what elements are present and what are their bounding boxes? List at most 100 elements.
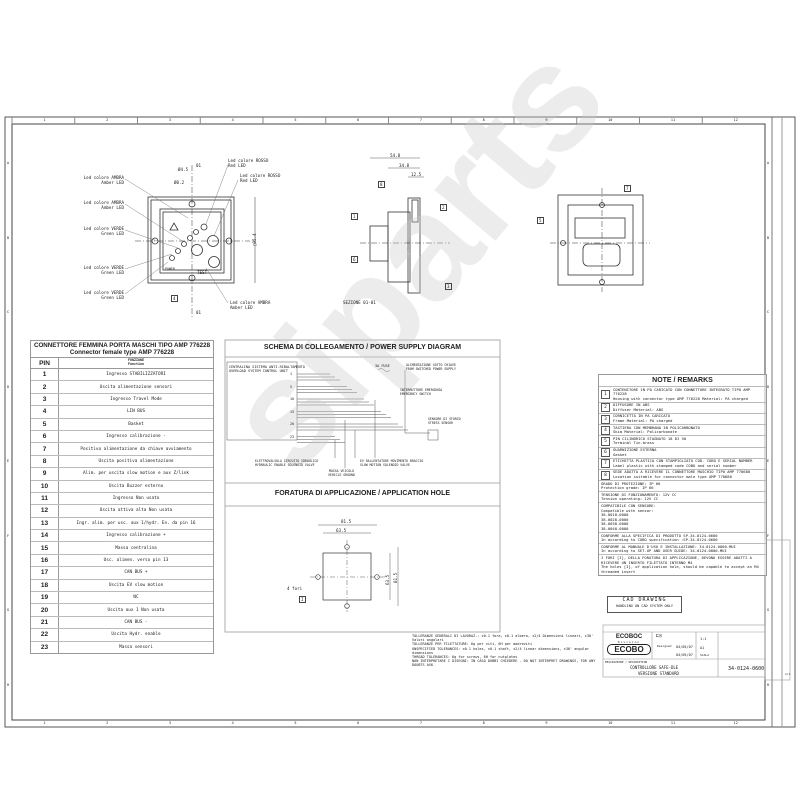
col-function: FUNZIONE Function — [59, 358, 213, 367]
led-label-it: Led colore VERDE — [83, 290, 124, 295]
grid-column-label: 1 — [43, 118, 46, 122]
pin-table-title: CONNETTORE FEMMINA PORTA MASCHI TIPO AMP… — [31, 341, 213, 358]
diameter-label: Ø0.2 — [174, 180, 185, 185]
led-label-en: Amber LED — [101, 205, 124, 210]
grid-column-label: 7 — [419, 118, 422, 122]
sensor-label: SENSORE DI SFORZO STRESS SENSOR — [428, 417, 461, 426]
col-pin: PIN — [31, 358, 59, 368]
pin-number: 18 — [31, 579, 59, 592]
section-mark: 01 — [196, 163, 202, 168]
tolerance-line: UNSPECIFIED TOLERANCES: ±0.1 holes, ±0.1… — [412, 646, 590, 655]
pin-number: 9 — [31, 468, 59, 480]
pin-number: 1 — [31, 369, 59, 381]
led-label-it: Led colore ROSSO — [228, 158, 269, 163]
description-line1: CONTROLLORE SAFE-DLE — [630, 665, 679, 670]
note-extra: CONFORME ALLA SPECIFICA DI PRODOTTO SP-3… — [599, 532, 766, 543]
sensor-label-it: SENSORE DI SFORZO — [428, 417, 461, 421]
slow-motion-valve-label: EV RALLENTATORE MOVIMENTO BRACCIO SLOW M… — [360, 459, 423, 468]
led-label-it: Led colore AMBRA — [83, 200, 124, 205]
sensor-label-en: STRESS SENSOR — [428, 420, 453, 425]
grid-column-label: 3 — [168, 721, 171, 725]
note-text-en: Diffuser Material: ABS — [613, 406, 664, 412]
control-unit-label-en: OVERLOAD SYSTEM CONTROL UNIT — [229, 369, 289, 373]
pin-number: 17 — [31, 567, 59, 579]
grid-row-label: C — [767, 310, 770, 315]
pin-number: 11 — [31, 492, 59, 505]
hydraulic-valve-label-en: HYDRAULIC ENABLE SOLENOID VALVE — [255, 462, 315, 467]
callout: 7 — [624, 185, 631, 192]
diagram-pin-label: 5 — [290, 384, 292, 389]
ground-label-it: MASSA VEICOLO — [328, 469, 354, 473]
pin-number: 7 — [31, 443, 59, 455]
pin-function: LIN BUS — [126, 409, 146, 415]
section-caption: SEZIONE 01-01 — [343, 300, 376, 305]
led-label-it: Led colore VERDE — [83, 265, 124, 270]
test-label: TEST — [197, 270, 208, 275]
pin-function: Ingresso Non usato — [112, 496, 160, 502]
format-value: A1 — [700, 646, 705, 650]
diagram-pin-label: 23 — [290, 434, 294, 439]
tolerances: TOLLERANZE GENERALI DI LAVORAZ.: ±0.1 fo… — [412, 634, 598, 668]
tolerance-line: TOLLERANZE GENERALI DI LAVORAZ.: ±0.1 fo… — [412, 634, 594, 643]
note-number: 5 — [601, 436, 610, 446]
note-text-it: TASTIERA CON MEMBRANA IN POLICARBONATO — [613, 424, 700, 430]
note-text-en: Frame Material: PA charged — [613, 418, 673, 424]
led-label-en: Amber LED — [230, 305, 253, 310]
fuse-label: 3A FUSE — [375, 364, 390, 368]
slow-motion-valve-label-en: SLOW MOTION SOLENOID VALVE — [360, 462, 410, 467]
note-text-en: Housing with connector type AMP 776228 M… — [613, 395, 748, 401]
diagram-pin-label: 15 — [290, 409, 294, 414]
pin-number: 22 — [31, 629, 59, 641]
grid-column-label: 1 — [43, 721, 46, 725]
note-text: TENSIONE DI FUNZIONAMENTO: 12V CC Tensio… — [601, 491, 677, 502]
pin-number: 13 — [31, 517, 59, 530]
dimension-label: 12.5 — [411, 172, 422, 177]
pin-number: 2 — [31, 381, 59, 393]
dimension-label: 81.5 — [393, 572, 398, 583]
led-label-it: Led colore ROSSO — [240, 173, 281, 178]
diameter-label: Ø4.5 — [178, 167, 189, 172]
section-view — [360, 157, 450, 294]
grid-column-label: 9 — [545, 721, 548, 725]
rear-view — [550, 188, 650, 292]
grid-row-label: F — [767, 533, 770, 538]
note-text: COMPATIBILE CON SENSORE: Compatible with… — [601, 502, 656, 531]
wiring-diagram — [226, 361, 439, 468]
cad-line1: CAD DRAWING — [622, 597, 667, 603]
pin-function: Alim. per uscita slow motion e aux Z/lin… — [82, 471, 190, 477]
dimension-label: 54.8 — [390, 153, 401, 158]
callout: 8 — [378, 181, 385, 188]
grid-column-label: 4 — [231, 721, 234, 725]
supply-label-en: FROM SWITCHED POWER SUPPLY — [406, 366, 456, 371]
tolerance-line: NON INTERPRETARE I DISEGNI: IN CASO DUBB… — [412, 659, 596, 668]
grid-column-label: 8 — [482, 721, 485, 725]
note-text: CONFORME ALLA SPECIFICA DI PRODOTTO SP-3… — [601, 532, 718, 543]
note-text-it: SEDE ADATTA A RICEVERE IL CONNETTORE MAS… — [613, 469, 751, 475]
grid-column-label: 6 — [357, 721, 360, 725]
pin-number: 6 — [31, 430, 59, 443]
date-approved: 04/05/07 — [676, 653, 693, 657]
pin-function: Uscita attiva alta Non usata — [99, 508, 173, 514]
col-function-it: FUNZIONE — [128, 358, 144, 363]
led-label-en: Red LED — [228, 163, 246, 168]
tolerance-line: TOLLERANZE PER FILETTATURE: 6g per viti,… — [412, 642, 533, 647]
grid-row-label: F — [7, 533, 10, 538]
